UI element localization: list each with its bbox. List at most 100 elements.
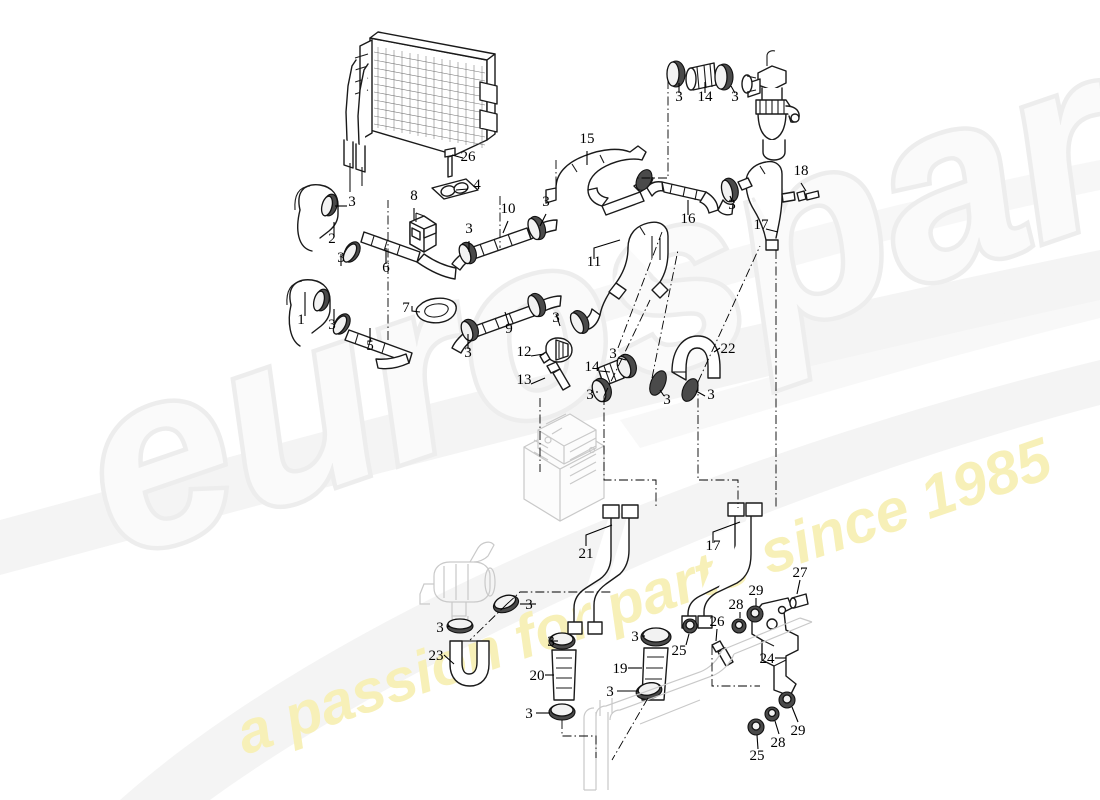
ghost-pipe-assembly <box>583 617 813 791</box>
callout-3s: 3 <box>631 629 639 645</box>
callout-10: 10 <box>501 201 516 217</box>
callout-17b: 17 <box>706 538 722 554</box>
nut-25 <box>685 620 695 630</box>
callout-3q: 3 <box>547 634 555 650</box>
hose-clamp <box>342 243 358 263</box>
bolt-18 <box>796 190 820 202</box>
callout-14a: 14 <box>585 359 601 375</box>
parts-layer <box>286 31 820 791</box>
hose-clamp <box>320 195 334 217</box>
hose-clamp <box>527 217 541 241</box>
callout-3b: 3 <box>337 250 345 266</box>
callout-3e: 3 <box>464 345 472 361</box>
gasket-plate <box>431 178 479 200</box>
callout-labels-layer: 1 2 3 3 3 3 3 3 3 4 5 6 7 8 9 10 11 12 1… <box>297 89 808 764</box>
callout-3l: 3 <box>663 392 671 408</box>
water-hose-15 <box>545 145 654 216</box>
pump-housing-box <box>523 413 605 522</box>
callout-11: 11 <box>587 254 601 270</box>
washer-28 <box>734 620 744 630</box>
callout-9: 9 <box>505 321 513 337</box>
callout-3g: 3 <box>552 310 560 326</box>
connector-pipe-14-top <box>666 60 757 94</box>
hose-clamp <box>447 618 473 630</box>
callout-27: 27 <box>793 565 809 581</box>
bolt-26 <box>444 147 456 178</box>
callout-17a: 17 <box>754 217 770 233</box>
callout-3r: 3 <box>525 706 533 722</box>
hose-clamp <box>332 315 348 335</box>
hose-clamp <box>312 290 326 312</box>
callout-19: 19 <box>613 661 628 677</box>
radiator-core-mesh <box>373 47 486 148</box>
hose-clamp <box>635 169 653 191</box>
callout-3t: 3 <box>606 684 614 700</box>
bracket-24 <box>751 597 799 697</box>
callout-3f: 3 <box>542 194 550 210</box>
water-pipe-5 <box>344 329 413 370</box>
callout-3p: 3 <box>436 620 444 636</box>
water-hose-11 <box>583 221 669 330</box>
callout-24: 24 <box>760 651 776 667</box>
bolt-26-lower <box>711 640 734 667</box>
hose-clamp <box>681 378 699 402</box>
washer-28 <box>767 708 777 718</box>
callout-3k: 3 <box>586 387 594 403</box>
hose-clamp <box>527 294 541 318</box>
bushing-27 <box>789 593 809 609</box>
callout-3n: 3 <box>728 197 736 213</box>
hose-23 <box>449 640 490 687</box>
callout-13: 13 <box>517 372 532 388</box>
callout-15: 15 <box>580 131 595 147</box>
nut-29 <box>750 608 760 618</box>
heat-exchanger <box>343 31 498 192</box>
callout-25a: 25 <box>672 643 687 659</box>
callout-7: 7 <box>402 300 410 316</box>
connector-8 <box>409 212 437 253</box>
nut-29 <box>782 694 792 704</box>
leader-lines-layer <box>304 80 807 761</box>
callout-4: 4 <box>473 177 481 193</box>
connector-pipe-14-mid <box>591 353 637 403</box>
hose-clamp <box>642 627 670 643</box>
callout-23: 23 <box>429 648 444 664</box>
water-pipe-21 <box>567 504 639 635</box>
callout-3m: 3 <box>707 387 715 403</box>
hose-clamp <box>550 703 574 717</box>
callout-20: 20 <box>530 668 545 684</box>
hose-clamp <box>460 320 474 342</box>
callout-22: 22 <box>721 341 736 357</box>
callout-1: 1 <box>297 312 305 328</box>
callout-3o: 3 <box>525 597 533 613</box>
callout-18: 18 <box>794 163 809 179</box>
callout-5: 5 <box>366 338 374 354</box>
callout-29a: 29 <box>749 583 764 599</box>
water-pipe-6 <box>360 231 457 280</box>
cap-22 <box>671 335 721 381</box>
callout-28a: 28 <box>729 597 744 613</box>
water-hose-16 <box>646 181 734 216</box>
nut-25 <box>751 721 761 731</box>
callout-3i: 3 <box>731 89 739 105</box>
callout-3a: 3 <box>348 194 356 210</box>
water-pipe-17-lower <box>681 502 763 629</box>
callout-3j: 3 <box>609 346 617 362</box>
callout-14b: 14 <box>698 89 714 105</box>
callout-26b: 26 <box>710 614 726 630</box>
callout-3c: 3 <box>328 317 336 333</box>
callout-6: 6 <box>382 260 390 276</box>
callout-21: 21 <box>579 546 594 562</box>
hose-clamp <box>493 594 517 610</box>
callout-2: 2 <box>328 231 336 247</box>
callout-3d: 3 <box>465 221 473 237</box>
callout-29b: 29 <box>791 723 806 739</box>
bolt-13 <box>546 361 571 391</box>
hose-clamp <box>569 312 585 334</box>
hose-clamp <box>458 243 472 265</box>
callout-12: 12 <box>517 344 532 360</box>
hose-clamp <box>649 370 667 396</box>
callout-16: 16 <box>681 211 697 227</box>
